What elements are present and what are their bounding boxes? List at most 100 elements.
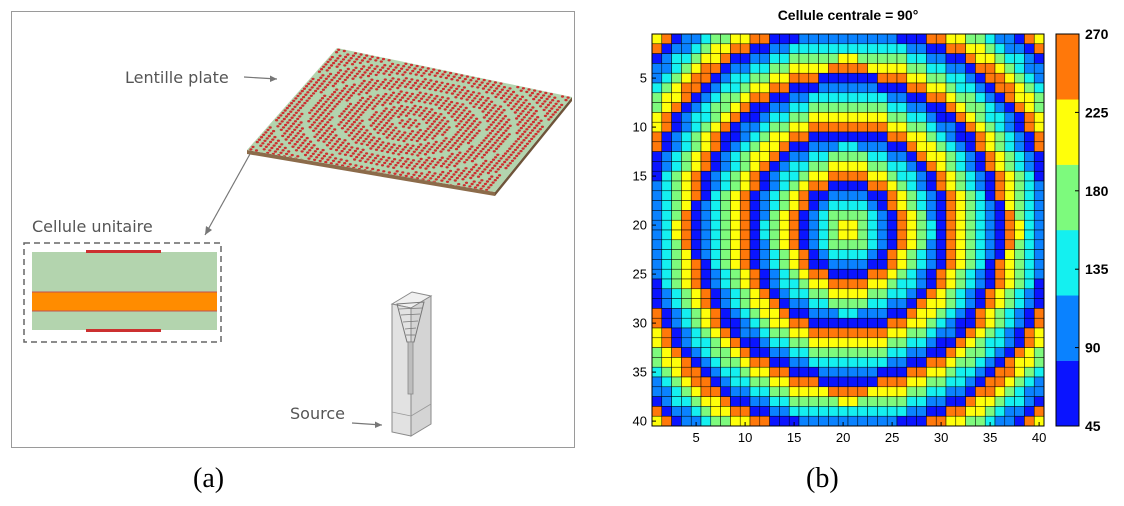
lens-patch — [417, 99, 421, 103]
lens-patch — [369, 64, 374, 67]
heatmap-cell — [1024, 151, 1035, 162]
heatmap-cell — [1024, 249, 1035, 260]
lens-patch — [433, 186, 438, 190]
lens-patch — [418, 68, 423, 71]
lens-patch — [490, 129, 495, 132]
lens-patch — [343, 116, 347, 119]
heatmap-cell — [886, 190, 898, 201]
lens-patch — [518, 143, 522, 147]
lens-patch — [371, 107, 375, 110]
heatmap-cell — [886, 406, 898, 417]
lens-patch — [517, 129, 521, 132]
lens-patch — [272, 129, 276, 133]
heatmap-cell — [916, 161, 927, 172]
lens-patch — [534, 132, 538, 136]
lens-patch — [433, 97, 437, 100]
heatmap-cell — [700, 347, 712, 358]
heatmap-cell — [935, 131, 947, 143]
lens-patch — [497, 136, 501, 140]
heatmap-cell — [681, 33, 692, 45]
heatmap-cell — [886, 396, 898, 407]
heatmap-cell — [857, 357, 868, 368]
lens-patch — [458, 151, 462, 154]
heatmap-cell — [749, 249, 761, 260]
heatmap-cell — [935, 327, 947, 339]
lens-patch — [314, 89, 318, 93]
lens-patch — [390, 123, 394, 126]
colorbar-tick-label: 90 — [1085, 340, 1101, 356]
lens-patch — [389, 131, 394, 134]
lens-patch — [411, 159, 416, 162]
lens-patch — [395, 147, 400, 150]
cell-pointer-line — [204, 153, 251, 236]
heatmap-cell — [828, 180, 839, 192]
lens-patch — [483, 168, 487, 171]
lens-patch — [469, 130, 474, 134]
heatmap-cell — [690, 317, 702, 329]
heatmap-cell — [769, 386, 780, 397]
heatmap-cell — [837, 141, 849, 152]
lens-patch — [374, 96, 378, 100]
lens-patch — [524, 113, 529, 117]
lens-patch — [388, 162, 392, 166]
lens-patch — [366, 60, 370, 63]
lens-patch — [440, 142, 444, 145]
lens-patch — [353, 158, 357, 161]
heatmap-cell — [945, 298, 957, 309]
heatmap-cell — [877, 151, 888, 162]
heatmap-cell — [749, 43, 761, 54]
heatmap-cell — [818, 219, 829, 231]
lens-patch — [365, 143, 369, 147]
lens-patch — [495, 176, 499, 179]
heatmap-cell — [945, 170, 957, 182]
heatmap-cell — [965, 259, 976, 270]
heatmap-cell — [945, 396, 957, 407]
heatmap-cell — [661, 249, 672, 260]
heatmap-cell — [788, 259, 800, 270]
heatmap-cell — [945, 268, 957, 280]
heatmap-cell — [818, 161, 829, 172]
lens-patch — [490, 115, 494, 118]
heatmap-cell — [857, 72, 868, 84]
heatmap-cell — [1014, 229, 1025, 241]
lens-patch — [468, 124, 472, 128]
heatmap-cell — [877, 415, 888, 427]
lens-patch — [552, 105, 556, 108]
lens-patch — [487, 163, 491, 166]
lens-patch — [393, 172, 397, 175]
lens-patch — [395, 132, 399, 135]
heatmap-cell — [690, 396, 702, 407]
heatmap-cell — [749, 102, 761, 113]
lens-patch — [325, 106, 329, 110]
lens-patch — [329, 124, 333, 128]
heatmap-cell — [798, 112, 810, 123]
heatmap-cell — [867, 337, 878, 348]
lens-patch — [473, 171, 477, 175]
heatmap-cell — [651, 190, 663, 201]
heatmap-cell — [788, 112, 800, 123]
heatmap-cell — [1004, 317, 1015, 329]
heatmap-cell — [935, 219, 947, 231]
lens-patch — [304, 93, 308, 96]
heatmap-cell — [661, 366, 672, 378]
heatmap-cell — [984, 121, 996, 133]
heatmap-cell — [1033, 131, 1045, 143]
lens-patch — [385, 159, 389, 162]
lens-patch — [316, 101, 320, 105]
lens-patch — [279, 151, 283, 154]
lens-patch — [418, 91, 422, 94]
lens-patch — [419, 157, 423, 161]
lens-patch — [411, 167, 415, 170]
lens-patch — [283, 132, 287, 135]
lens-patch — [479, 164, 484, 167]
heatmap-cell — [896, 259, 908, 270]
heatmap-cell — [739, 112, 751, 123]
heatmap-cell — [818, 288, 829, 299]
heatmap-cell — [749, 298, 761, 309]
heatmap-cell — [984, 170, 996, 182]
heatmap-cell — [690, 43, 702, 54]
lens-patch — [375, 140, 379, 143]
lens-patch — [300, 89, 304, 93]
heatmap-cell — [955, 347, 966, 358]
lens-patch — [447, 163, 451, 166]
